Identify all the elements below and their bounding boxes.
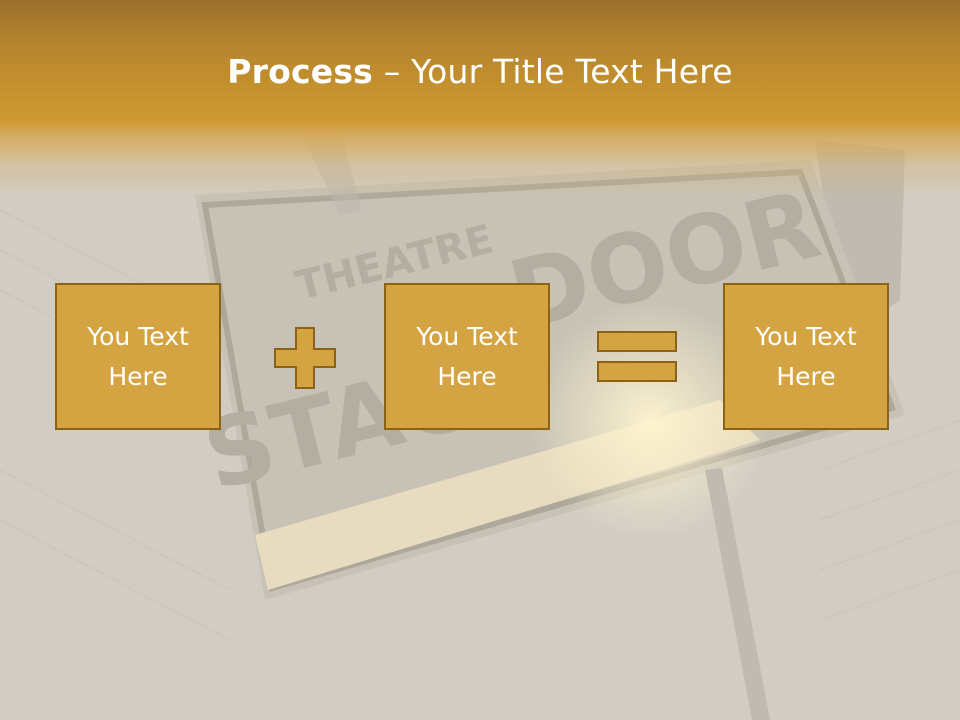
process-box-2-text: You Text Here bbox=[416, 321, 518, 391]
process-box-3-text: You Text Here bbox=[755, 321, 857, 391]
slide-title: Process – Your Title Text Here bbox=[0, 52, 960, 91]
title-bold-part: Process bbox=[227, 52, 374, 91]
title-header-band bbox=[0, 0, 960, 200]
process-box-1[interactable]: You Text Here bbox=[55, 283, 221, 430]
process-box-3[interactable]: You Text Here bbox=[723, 283, 889, 430]
equals-icon bbox=[597, 331, 677, 382]
plus-icon bbox=[274, 327, 336, 389]
title-rest-part: – Your Title Text Here bbox=[373, 52, 733, 91]
process-box-1-text: You Text Here bbox=[87, 321, 189, 391]
process-box-2[interactable]: You Text Here bbox=[384, 283, 550, 430]
